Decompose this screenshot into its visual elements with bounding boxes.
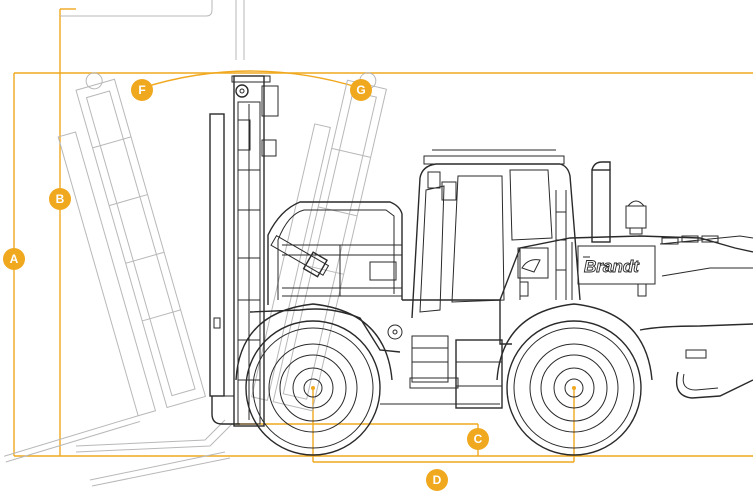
dimension-f-badge: F — [131, 79, 153, 101]
ghost-forks-lowered — [75, 419, 233, 487]
operator-cab — [411, 149, 581, 319]
axle-centre-markers — [311, 386, 576, 390]
front-frame — [249, 201, 403, 353]
brand-text: Brandt — [584, 257, 640, 276]
chassis-body: Brandt — [402, 161, 753, 399]
ghost-mast-tilted-back — [3, 72, 207, 463]
undercarriage — [380, 335, 503, 409]
dimension-d-badge: D — [426, 469, 448, 491]
mast-assembly — [209, 75, 279, 427]
dimension-c-badge: C — [467, 428, 489, 450]
dimension-a-badge: A — [3, 248, 25, 270]
rear-wheel — [496, 303, 653, 456]
dimension-g-badge: G — [350, 79, 372, 101]
dimension-lines — [13, 8, 753, 463]
front-wheel — [235, 303, 393, 456]
dimension-b-badge: B — [49, 188, 71, 210]
